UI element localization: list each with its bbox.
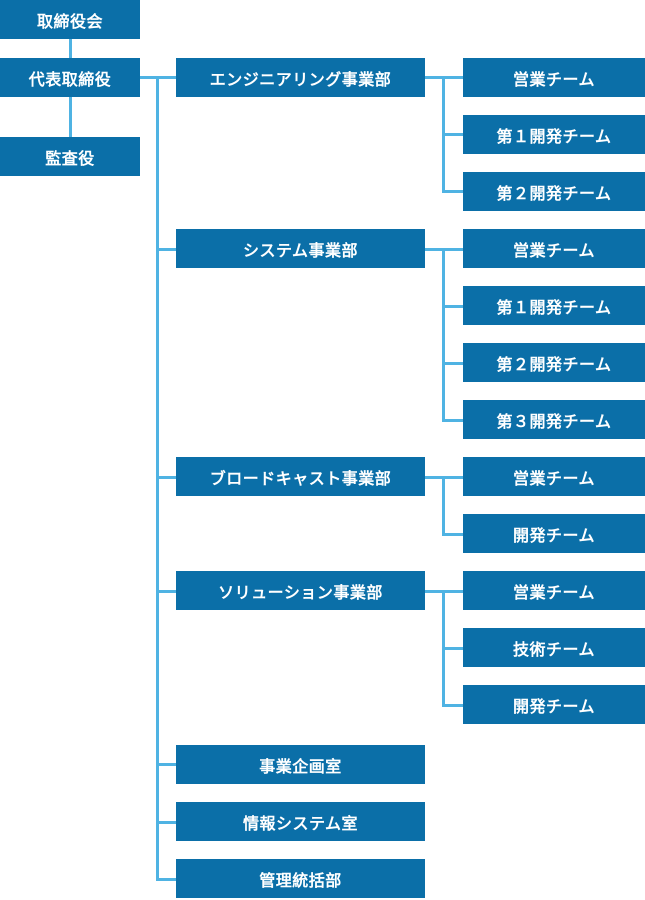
team-node: 営業チーム	[463, 229, 645, 268]
team-node: 営業チーム	[463, 58, 645, 97]
branch-division-4	[156, 763, 176, 766]
team-trunk-3	[425, 590, 445, 593]
branch-division-2	[156, 476, 176, 479]
division-node: ソリューション事業部	[176, 571, 425, 610]
team-branch-0-2	[442, 190, 463, 193]
team-branch-1-2	[442, 362, 463, 365]
team-node: 第１開発チーム	[463, 115, 645, 154]
branch-division-5	[156, 821, 176, 824]
division-node: 管理統括部	[176, 859, 425, 898]
division-node: エンジニアリング事業部	[176, 58, 425, 97]
team-node: 技術チーム	[463, 628, 645, 667]
team-node: 第２開発チーム	[463, 343, 645, 382]
team-branch-2-0	[442, 476, 463, 479]
team-branch-3-2	[442, 704, 463, 707]
team-branch-0-1	[442, 133, 463, 136]
division-node: ブロードキャスト事業部	[176, 457, 425, 496]
connector-ceo-auditor	[69, 97, 72, 137]
team-branch-1-1	[442, 305, 463, 308]
connector-board-ceo	[69, 38, 72, 58]
team-branch-1-3	[442, 419, 463, 422]
branch-division-3	[156, 590, 176, 593]
connector-ceo-trunk	[140, 76, 159, 79]
team-trunk-1	[425, 248, 445, 251]
team-node: 営業チーム	[463, 571, 645, 610]
team-node: 営業チーム	[463, 457, 645, 496]
team-node: 開発チーム	[463, 685, 645, 724]
board-node: 取締役会	[0, 0, 140, 39]
branch-division-6	[156, 878, 176, 881]
team-branch-3-1	[442, 647, 463, 650]
division-node: 事業企画室	[176, 745, 425, 784]
team-branch-1-0	[442, 248, 463, 251]
team-branch-2-1	[442, 533, 463, 536]
branch-division-1	[156, 248, 176, 251]
team-node: 第１開発チーム	[463, 286, 645, 325]
team-branch-0-0	[442, 76, 463, 79]
auditor-node: 監査役	[0, 137, 140, 176]
ceo-node: 代表取締役	[0, 58, 140, 97]
team-trunk-1-vertical	[442, 248, 445, 421]
team-node: 第２開発チーム	[463, 172, 645, 211]
team-trunk-2	[425, 476, 445, 479]
team-node: 開発チーム	[463, 514, 645, 553]
team-branch-3-0	[442, 590, 463, 593]
division-node: 情報システム室	[176, 802, 425, 841]
team-trunk-0	[425, 76, 445, 79]
division-node: システム事業部	[176, 229, 425, 268]
team-node: 第３開発チーム	[463, 400, 645, 439]
team-trunk-2-vertical	[442, 476, 445, 535]
branch-division-0	[156, 76, 176, 79]
